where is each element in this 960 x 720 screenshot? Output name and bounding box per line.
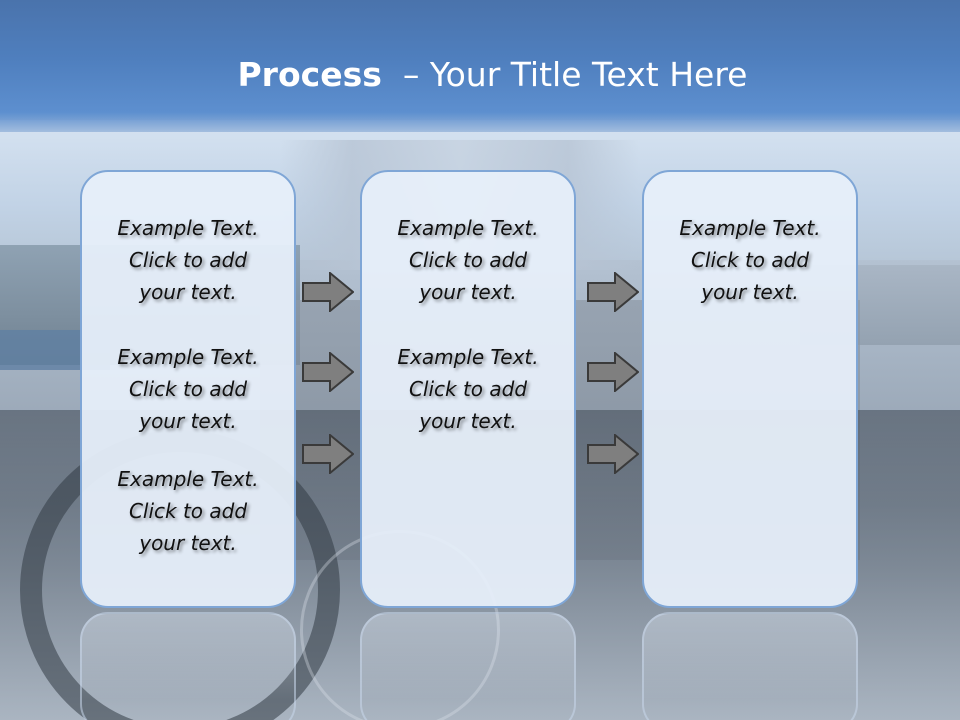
process-box-3[interactable]: Example Text. Click to add your text. <box>642 170 858 608</box>
right-arrow-icon[interactable] <box>587 272 639 312</box>
title-rest: Your Title Text Here <box>429 55 748 94</box>
process-box-1[interactable]: Example Text. Click to add your text. Ex… <box>80 170 296 608</box>
right-arrow-icon[interactable] <box>587 352 639 392</box>
box-reflection <box>360 612 576 720</box>
process-box-2[interactable]: Example Text. Click to add your text. Ex… <box>360 170 576 608</box>
right-arrow-icon[interactable] <box>302 272 354 312</box>
right-arrow-icon[interactable] <box>302 434 354 474</box>
text-placeholder[interactable]: Example Text. Click to add your text. <box>397 345 539 433</box>
title-band <box>0 0 960 132</box>
right-arrow-icon[interactable] <box>302 352 354 392</box>
slide-title[interactable]: Process – Your Title Text Here <box>0 52 960 98</box>
text-placeholder[interactable]: Example Text. Click to add your text. <box>117 467 259 555</box>
box-reflection <box>80 612 296 720</box>
title-separator: – <box>381 55 430 94</box>
title-bold: Process <box>237 55 382 94</box>
text-placeholder[interactable]: Example Text. Click to add your text. <box>679 216 821 304</box>
text-placeholder[interactable]: Example Text. Click to add your text. <box>117 345 259 433</box>
text-placeholder[interactable]: Example Text. Click to add your text. <box>117 216 259 304</box>
text-placeholder[interactable]: Example Text. Click to add your text. <box>397 216 539 304</box>
box-reflection <box>642 612 858 720</box>
right-arrow-icon[interactable] <box>587 434 639 474</box>
